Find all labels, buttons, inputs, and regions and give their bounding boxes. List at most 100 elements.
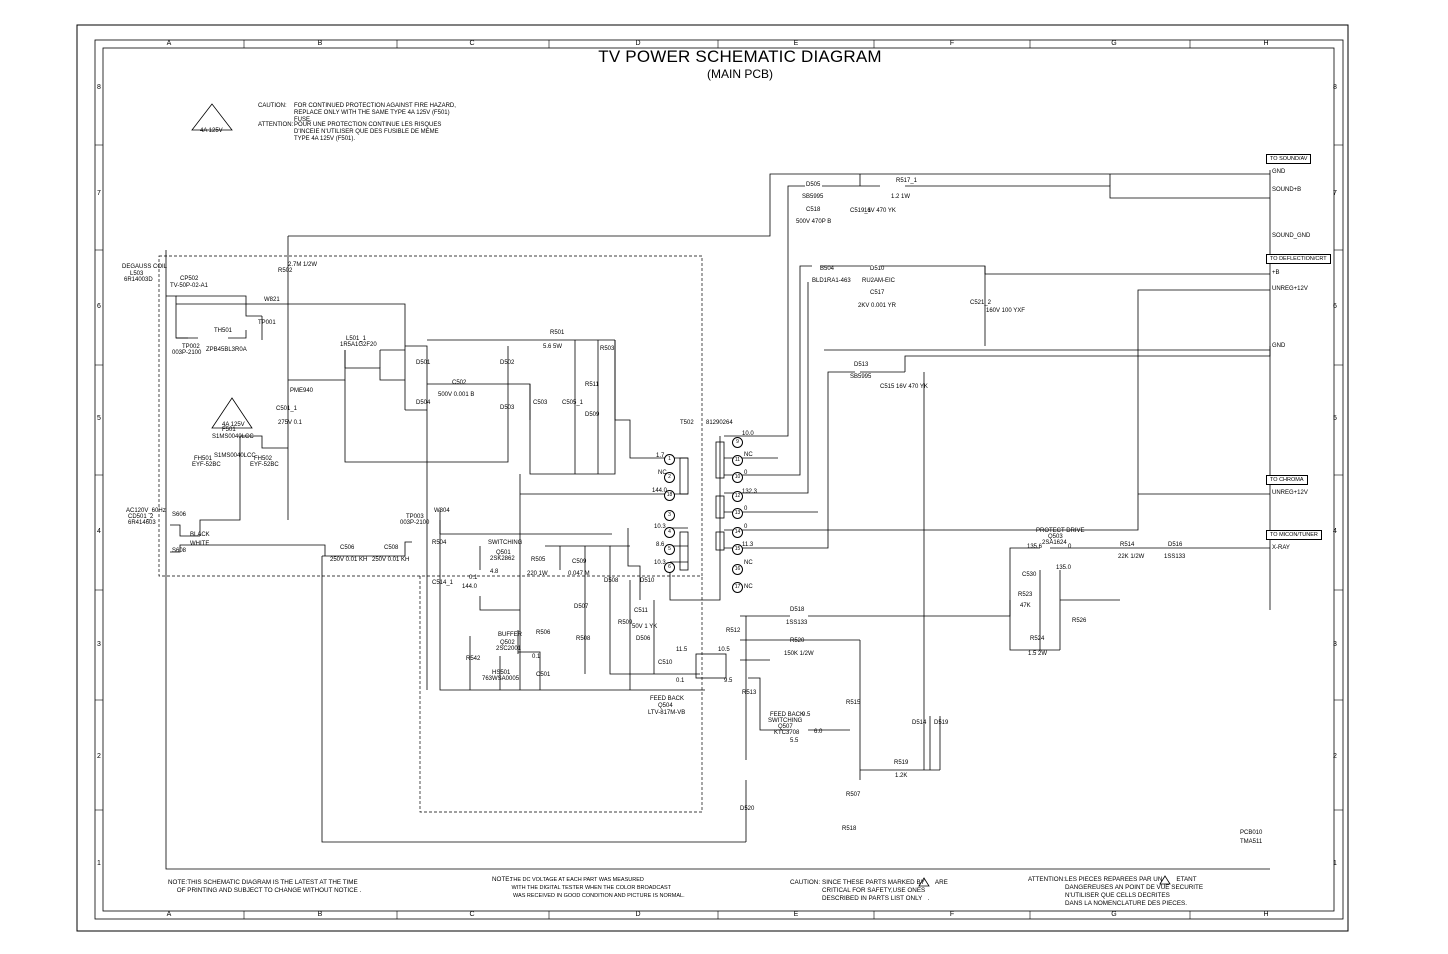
r505-label: R505 — [531, 557, 546, 563]
r520-label: R520 — [790, 638, 805, 644]
c506-label: C506 — [340, 545, 355, 551]
b504-label: B504 — [820, 266, 835, 272]
pin-16: 16 — [732, 564, 743, 575]
r508-label: R508 — [576, 636, 591, 642]
d505-part: SB5995 — [802, 194, 824, 200]
c501-1-label: C501_1 — [276, 406, 298, 412]
voltage-0-1-a: 0.1 — [469, 575, 478, 581]
d510b-part: RU2AM-EIC — [862, 278, 896, 284]
d519-label: D519 — [934, 720, 949, 726]
f501-part: S1MS0040LCC — [212, 434, 254, 440]
l503-part: 6R14003D — [124, 277, 153, 283]
q503-function: PROTECT DRIVE — [1036, 528, 1085, 534]
tp003-label: TP003 — [406, 514, 424, 520]
pin-6: 6 — [664, 562, 675, 573]
th501-part: ZPB45BL3R0A — [206, 347, 247, 353]
q507-label: Q507 — [778, 724, 793, 730]
r505-value: 220 1W — [527, 571, 548, 577]
voltage-132: 132.3 — [742, 489, 758, 495]
pin-12: 12 — [732, 491, 743, 502]
c511-label: C511 — [634, 608, 648, 614]
f501-rating-warning: 4A 125V — [222, 422, 245, 428]
r502-value: 2.7M 1/2W — [288, 262, 318, 268]
to-deflection-label: TO DEFLECTION/CRT — [1266, 254, 1331, 264]
pin-3: 3 — [664, 510, 675, 521]
voltage-11-5: 11.5 — [676, 647, 688, 653]
c517-value: 2KV 0.001 YR — [858, 303, 896, 309]
d513-label: D513 — [854, 362, 869, 368]
r517-label: R517_1 — [896, 178, 918, 184]
grid-row-5-right: 5 — [1333, 415, 1337, 422]
q504-part: LTV-817M-VB — [648, 710, 686, 716]
c521-label: C521_2 — [970, 300, 992, 306]
r523-label: R523 — [1018, 592, 1033, 598]
pin-18: 18 — [664, 490, 675, 501]
c505-1-label: C505_1 — [562, 400, 584, 406]
l503-label: L503 — [130, 271, 144, 277]
c509-label: C509 — [572, 559, 587, 565]
d510-label: D510 — [640, 578, 655, 584]
r524-value: 1.5 2W — [1028, 651, 1048, 657]
r506-label: R506 — [536, 630, 551, 636]
s608-label: S608 — [172, 548, 187, 554]
r512-label: R512 — [726, 628, 741, 634]
note-bottom-left: NOTE:THIS SCHEMATIC DIAGRAM IS THE LATES… — [168, 879, 362, 894]
r503-label: R503 — [600, 346, 615, 352]
c519-value: 16V 470 YK — [864, 208, 896, 214]
q504-function: FEED BACK — [650, 696, 685, 702]
d518-label: D518 — [790, 607, 805, 613]
grid-row-2: 2 — [97, 753, 101, 760]
attention-label: ATTENTION: — [258, 122, 294, 128]
white-label: WHITE — [190, 541, 210, 547]
c501-1-value: 275V 0.1 — [278, 420, 303, 426]
pin-5: 5 — [664, 544, 675, 555]
to-chroma-label: TO CHROMA — [1266, 475, 1308, 485]
d514-label: D514 — [912, 720, 927, 726]
out-sound-gnd: SOUND_GND — [1272, 233, 1311, 239]
grid-col-d: D — [635, 40, 641, 47]
grid-col-a-bottom: A — [166, 911, 172, 918]
voltage-10-5: 10.5 — [718, 647, 730, 653]
fh502-part: EYF-52BC — [250, 462, 279, 468]
caution-label: CAUTION: — [258, 103, 287, 109]
diagram-subtitle: (MAIN PCB) — [707, 67, 773, 81]
voltage-4-8: 4.8 — [490, 569, 499, 575]
d508-label: D508 — [604, 578, 619, 584]
pin-10: 10 — [732, 472, 743, 483]
voltage-10-3-b: 10.3 — [654, 560, 666, 566]
grid-col-b-bottom: B — [317, 911, 323, 918]
d509-label: D509 — [585, 412, 600, 418]
r524-label: R524 — [1030, 636, 1045, 642]
c514-1-label: C514_1 — [432, 580, 454, 586]
w804-label: W804 — [434, 508, 450, 514]
r520-value: 150K 1/2W — [784, 651, 814, 657]
voltage-5-5: 5.5 — [790, 738, 799, 744]
d516-label: D516 — [1168, 542, 1183, 548]
out-gnd-2: GND — [1272, 343, 1286, 349]
r504-label: R504 — [432, 540, 447, 546]
c511-value: 50V 1 YK — [632, 624, 658, 630]
r519-value: 1.2K — [895, 773, 908, 779]
grid-row-7-right: 7 — [1333, 190, 1337, 197]
c502-label: C502 — [452, 380, 467, 386]
grid-row-3: 3 — [97, 641, 101, 648]
fuse-rating-warning: 4A 125V — [200, 128, 223, 134]
d502-label: D502 — [500, 360, 515, 366]
out-xray: X-RAY — [1272, 545, 1290, 551]
f501-label: F501 — [222, 427, 236, 433]
b504-part: BLD1RA1-463 — [812, 278, 851, 284]
note-caution: SINCE THESE PARTS MARKED BY ARE CRITICAL… — [822, 879, 948, 902]
hs501-label: HS501 — [492, 670, 511, 676]
out-unreg12-2: UNREG+12V — [1272, 490, 1308, 496]
c518-label: C518 — [806, 207, 821, 213]
pin-14: 14 — [732, 527, 743, 538]
grid-col-f-bottom: F — [949, 911, 955, 918]
l501-part: 1R5A1G2F20 — [340, 342, 377, 348]
grid-col-b: B — [317, 40, 323, 47]
note-mid-label: NOTE: — [492, 876, 512, 883]
r517-value: 1.2 1W — [891, 194, 911, 200]
voltage-135-6: 135.6 — [1027, 544, 1043, 550]
grid-row-5: 5 — [97, 415, 101, 422]
r511-label: R511 — [585, 382, 599, 388]
